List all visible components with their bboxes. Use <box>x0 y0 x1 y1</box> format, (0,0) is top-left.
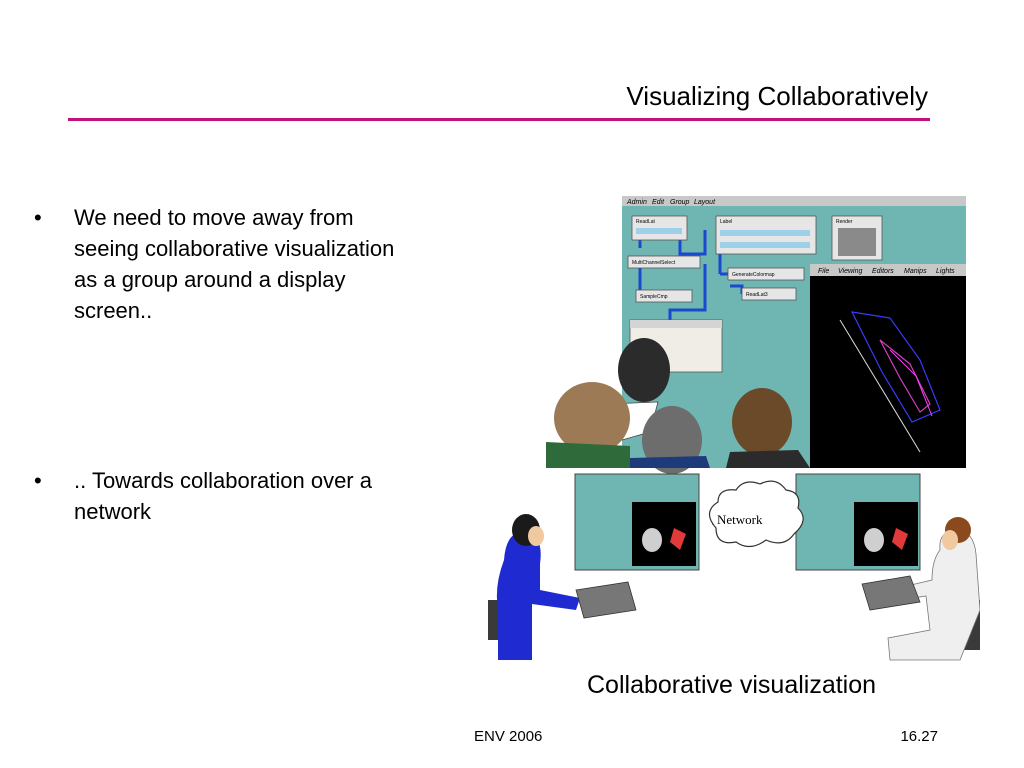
brain-scan <box>642 528 662 552</box>
footer-event: ENV 2006 <box>474 728 543 745</box>
module-box <box>741 287 797 301</box>
module-field <box>636 228 682 234</box>
module-label: Label <box>720 219 732 225</box>
person-hair <box>554 382 630 454</box>
viewer-menu-viewing: Viewing <box>838 268 862 275</box>
viewer-menu-editors: Editors <box>872 268 894 275</box>
software-screenshot: Admin Edit Group Layout ReadLat Label Re… <box>546 196 966 474</box>
viewer-menu-manips: Manips <box>904 268 927 275</box>
module-label: MultiChannelSelect <box>632 260 676 266</box>
top-menu-bar <box>622 196 966 206</box>
bullet-marker: • <box>34 205 42 230</box>
person-body <box>726 450 810 468</box>
module-label: GenerateColormap <box>732 272 775 278</box>
module-field <box>720 230 810 236</box>
module-label: ReadLat3 <box>746 292 768 298</box>
render-preview <box>838 228 876 256</box>
menu-group: Group <box>670 199 690 206</box>
network-cloud-icon <box>708 480 804 548</box>
bullet-item: • We need to move away from seeing colla… <box>34 202 414 326</box>
footer-slide-number: 16.27 <box>900 728 938 745</box>
network-diagram: Network <box>488 473 980 661</box>
scan-highlight <box>670 528 686 550</box>
person-woman <box>496 531 580 660</box>
viewer-menu-bar <box>810 264 966 276</box>
3d-viewer <box>810 264 966 468</box>
person-face <box>528 526 544 546</box>
axis-line <box>839 319 921 453</box>
module-box <box>727 267 805 281</box>
select-panel-header <box>630 320 722 328</box>
bullet-list: • We need to move away from seeing colla… <box>34 202 414 527</box>
menu-layout: Layout <box>694 199 716 206</box>
menu-edit: Edit <box>652 199 665 206</box>
person-body <box>546 442 630 468</box>
mri-view-left <box>632 502 696 566</box>
keyboard-icon <box>861 575 921 611</box>
keyboard-icon <box>575 581 637 619</box>
module-label: Render <box>836 219 853 225</box>
viewer-menu-lights: Lights <box>936 268 955 275</box>
vis-curve <box>879 339 931 413</box>
viewer-menu-file: File <box>818 268 829 275</box>
vis-curve <box>850 311 941 423</box>
person-hair <box>618 338 670 402</box>
menu-admin: Admin <box>626 199 647 206</box>
network-label: Network <box>717 512 763 527</box>
collaboration-illustration: Admin Edit Group Layout ReadLat Label Re… <box>488 196 980 661</box>
module-box <box>635 289 693 303</box>
bullet-item: • .. Towards collaboration over a networ… <box>34 465 414 527</box>
bullet-text: .. Towards collaboration over a network <box>74 468 372 524</box>
mri-view-right <box>854 502 918 566</box>
person-hair <box>732 388 792 456</box>
module-field <box>720 242 810 248</box>
scan-highlight <box>892 528 908 550</box>
brain-scan <box>864 528 884 552</box>
collaboration-figure: Admin Edit Group Layout ReadLat Label Re… <box>480 190 980 665</box>
bullet-marker: • <box>34 468 42 493</box>
module-box <box>627 255 701 269</box>
figure-caption: Collaborative visualization <box>587 671 877 699</box>
module-label: SampleCmp <box>640 294 668 300</box>
person-face <box>942 530 958 550</box>
bullet-text: We need to move away from seeing collabo… <box>74 205 395 323</box>
title-rule <box>68 118 930 121</box>
person-body <box>630 456 710 468</box>
module-label: ReadLat <box>636 219 656 225</box>
vis-curve <box>889 349 933 417</box>
slide-title: Visualizing Collaboratively <box>626 81 928 111</box>
